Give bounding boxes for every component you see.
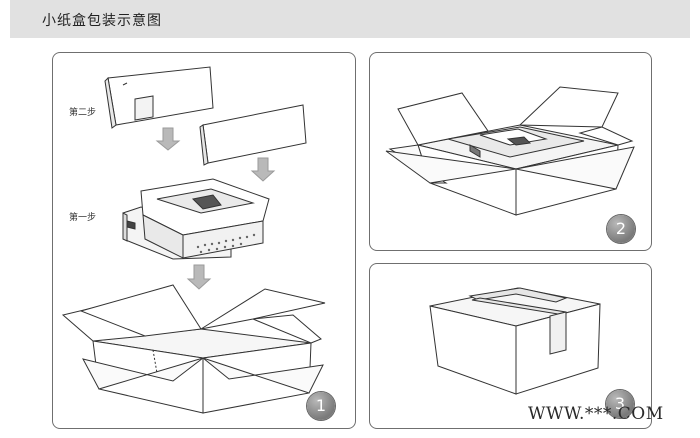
page-title: 小纸盒包装示意图 <box>42 13 162 29</box>
step-1-label: 第一步 <box>69 213 97 223</box>
cardboard-board-illustration <box>199 104 307 166</box>
step-number-badge: 2 <box>607 215 635 243</box>
header-bar: 小纸盒包装示意图 <box>10 0 690 38</box>
step-number-badge: 1 <box>307 392 335 420</box>
watermark-text: WWW.***.COM <box>528 404 664 424</box>
box-with-insert-illustration <box>385 86 635 216</box>
assembly-illustration <box>61 66 326 414</box>
sealed-box-illustration <box>429 287 601 395</box>
open-box-illustration <box>61 284 326 414</box>
arrow-down-icon <box>155 127 181 151</box>
arrow-down-icon <box>250 157 276 182</box>
arrow-down-icon <box>186 264 212 290</box>
step-2-label: 第二步 <box>69 108 97 118</box>
step-panel-3: 3 <box>369 263 652 429</box>
step-panel-1: 第二步 第一步 1 <box>52 52 356 429</box>
step-number-badge: 3 <box>606 390 634 418</box>
cardboard-insert-illustration <box>104 66 214 129</box>
step-panel-2: 2 <box>369 52 652 251</box>
projector-device-illustration <box>122 178 270 260</box>
